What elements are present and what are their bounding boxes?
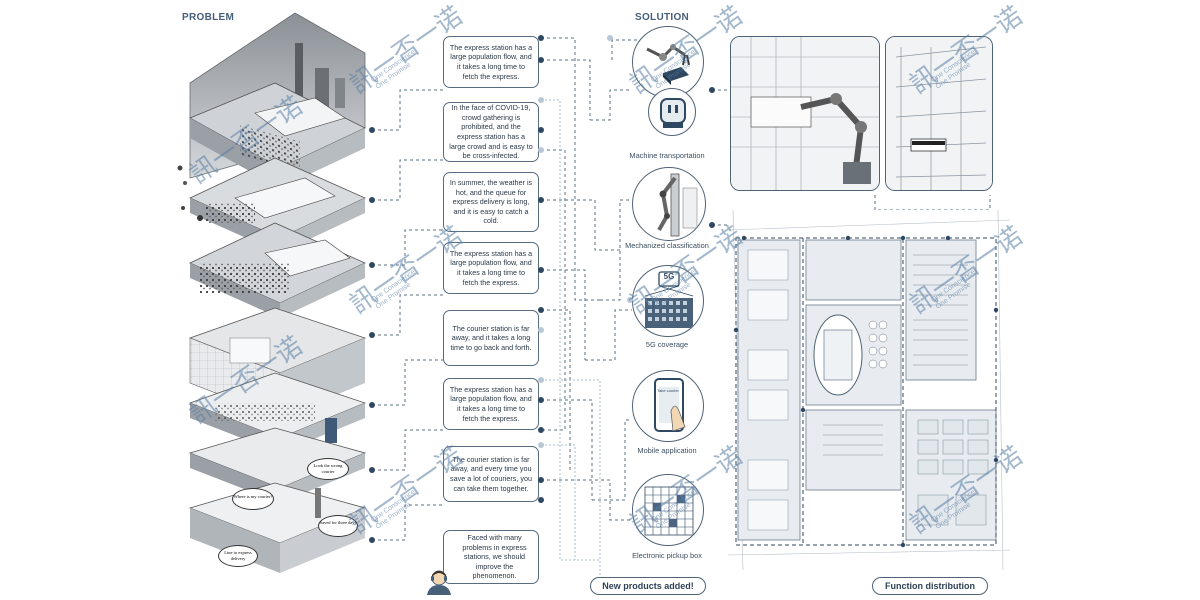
phone-screen-text: Take courier <box>657 388 679 393</box>
solution-label: Mobile application <box>637 446 697 455</box>
speech-bubble: Line to express delivery <box>218 545 258 567</box>
problem-box: In the face of COVID-19, crowd gathering… <box>443 102 539 162</box>
phone-app-icon <box>632 370 704 442</box>
solution-label: Electronic pickup box <box>632 551 702 560</box>
speech-bubble: Where is my courier? <box>232 488 274 510</box>
problem-box: In summer, the weather is hot, and the q… <box>443 172 539 232</box>
solution-dots <box>607 35 715 303</box>
problem-box: The courier station is far away, and eve… <box>443 446 539 502</box>
problem-heading: PROBLEM <box>182 12 235 23</box>
person-icon <box>425 567 453 595</box>
solution-label: Machine transportation <box>629 151 705 160</box>
sorting-arm-icon <box>632 167 706 241</box>
warehouse-photo <box>730 36 880 191</box>
solution-label: 5G coverage <box>645 340 689 349</box>
problem-dots <box>369 127 375 543</box>
site-plan <box>728 210 1010 570</box>
new-products-tag: New products added! <box>590 577 706 595</box>
problem-box: The express station has a large populati… <box>443 242 539 294</box>
solution-heading: SOLUTION <box>635 12 690 23</box>
5g-badge: 5G <box>663 272 675 281</box>
shelf-photo <box>885 36 993 191</box>
problem-box: The courier station is far away, and it … <box>443 310 539 366</box>
speech-bubble: Saved for three days <box>318 515 358 537</box>
problem-box: The express station has a large populati… <box>443 378 539 430</box>
function-distribution-tag: Function distribution <box>872 577 988 595</box>
routing-dots <box>538 35 544 503</box>
locker-grid-icon <box>632 474 704 546</box>
problem-illustration <box>177 12 367 573</box>
speech-bubble: Look the wrong courier <box>307 458 349 480</box>
solution-label: Mechanized classification <box>625 241 709 250</box>
conclusion-box: Faced with many problems in express stat… <box>443 530 539 584</box>
robot-face-icon <box>648 88 696 136</box>
robot-arm-icon <box>632 26 704 98</box>
problem-box: The express station has a large populati… <box>443 36 539 88</box>
5g-building-icon <box>632 265 704 337</box>
